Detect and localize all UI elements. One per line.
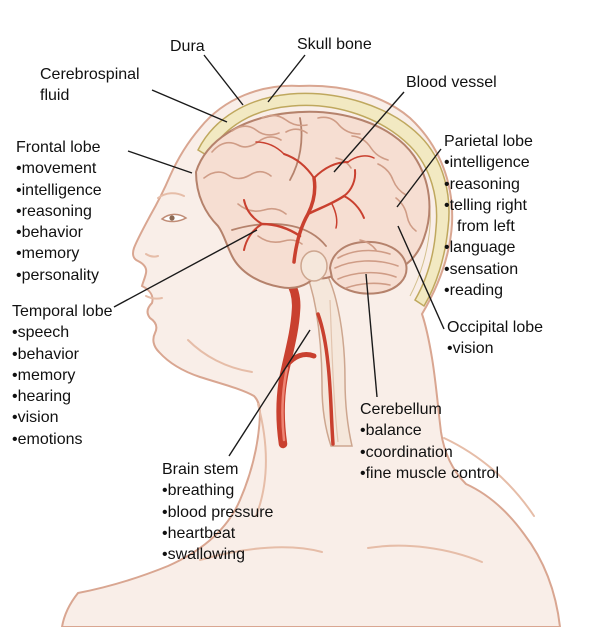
label-item: emotions [12, 429, 113, 450]
spinal-cord-line [329, 299, 339, 443]
brain-stem-label: Brain stem breathingblood pressureheartb… [162, 459, 273, 565]
temporal-lobe-label: Temporal lobe speechbehaviormemoryhearin… [12, 301, 113, 450]
label-item: memory [16, 243, 102, 264]
cerebellum-items: balancecoordinationfine muscle control [360, 420, 499, 484]
nostril-line [145, 253, 159, 258]
brain-stem-items: breathingblood pressureheartbeatswallowi… [162, 480, 274, 565]
occipital-lobe-title: Occipital lobe [447, 319, 544, 336]
leader-line-temporal [113, 229, 258, 308]
label-item: swallowing [162, 544, 273, 565]
leader-line-dura [203, 54, 244, 106]
label-item: behavior [16, 222, 102, 243]
carotid-highlight [281, 366, 289, 442]
occipital-lobe-items: vision [447, 338, 543, 359]
label-item: behavior [12, 344, 113, 365]
label-item: reasoning [16, 201, 102, 222]
pons-shape [300, 250, 328, 282]
parietal-lobe-title: Parietal lobe [444, 133, 533, 150]
cerebellum-shape [328, 240, 408, 295]
temporal-lobe-title: Temporal lobe [12, 303, 113, 320]
cerebellum-title: Cerebellum [360, 401, 442, 418]
jaw-line [187, 339, 253, 373]
skull-bone-label: Skull bone [297, 34, 372, 55]
label-item: blood pressure [162, 502, 274, 523]
label-item: heartbeat [162, 523, 273, 544]
dura-label: Dura [170, 36, 205, 57]
leader-line-parietal [396, 148, 442, 208]
frontal-lobe-items: movementintelligencereasoningbehaviormem… [16, 158, 102, 286]
label-item: intelligence [444, 152, 562, 173]
cerebrospinal-fluid-label: Cerebrospinal fluid [40, 64, 152, 107]
leader-line-frontal [127, 150, 193, 174]
label-item: fine muscle control [360, 463, 499, 484]
label-item: vision [447, 338, 543, 359]
label-item: personality [16, 265, 102, 286]
label-item: intelligence [16, 180, 102, 201]
label-item: memory [12, 365, 113, 386]
label-item: vision [12, 407, 113, 428]
label-item: language [444, 237, 562, 258]
leader-line-blood-vessel [333, 91, 405, 173]
label-item: reasoning [444, 174, 562, 195]
dura-label-text: Dura [170, 38, 205, 55]
label-item: coordination [360, 442, 499, 463]
label-item: reading [444, 280, 562, 301]
leader-line-csf [151, 89, 228, 123]
label-item: movement [16, 158, 102, 179]
iris-shape [169, 215, 175, 221]
brain-fissures [231, 117, 327, 247]
leader-line-occipital [397, 225, 445, 330]
eyebrow-line [157, 192, 185, 199]
clavicle-right [367, 544, 483, 563]
blood-vessel-label-text: Blood vessel [406, 74, 497, 91]
leader-line-cerebellum [365, 273, 378, 398]
brain-stem-title: Brain stem [162, 461, 239, 478]
label-item: hearing [12, 386, 113, 407]
occipital-lobe-label: Occipital lobe vision [447, 317, 543, 360]
temporal-lobe-items: speechbehaviormemoryhearingvisionemotion… [12, 322, 113, 450]
label-item: balance [360, 420, 499, 441]
parietal-lobe-items: intelligencereasoningtelling right from … [444, 152, 562, 301]
cerebellum-striations [334, 249, 399, 289]
leader-line-skull-bone [267, 54, 306, 103]
cerebrospinal-fluid-label-text: Cerebrospinal fluid [40, 66, 140, 105]
frontal-lobe-title: Frontal lobe [16, 139, 101, 156]
brain-gyri-lines [203, 114, 417, 251]
label-item: telling right from left [444, 195, 562, 238]
vertebral-artery [316, 312, 335, 446]
parietal-lobe-label: Parietal lobe intelligencereasoningtelli… [444, 131, 562, 301]
leader-lines [113, 54, 445, 457]
mouth-line [145, 295, 163, 300]
carotid-artery [276, 275, 301, 449]
blood-vessel-label: Blood vessel [406, 72, 497, 93]
cerebellum-label: Cerebellum balancecoordinationfine muscl… [360, 399, 499, 484]
label-item: speech [12, 322, 113, 343]
leader-line-brainstem [228, 329, 311, 457]
frontal-lobe-label: Frontal lobe movementintelligencereasoni… [16, 137, 102, 286]
label-item: sensation [444, 259, 562, 280]
cerebral-arteries [243, 141, 375, 264]
label-item: breathing [162, 480, 273, 501]
skull-bone-label-text: Skull bone [297, 36, 372, 53]
